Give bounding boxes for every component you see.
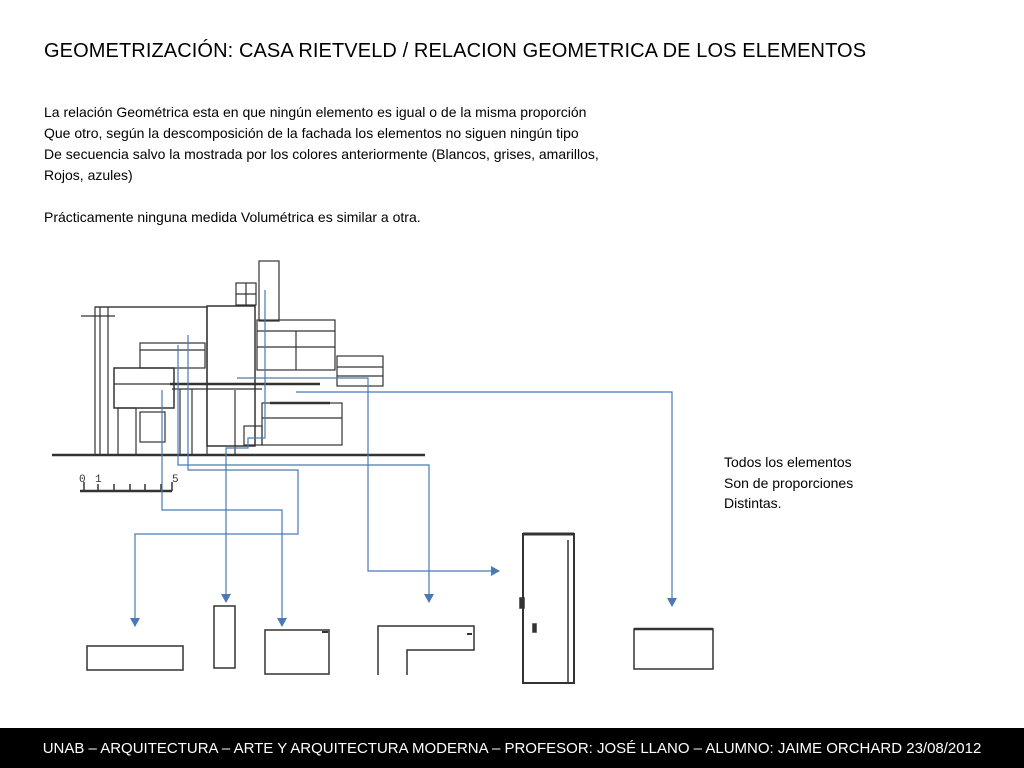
element-tall-wall [522,533,575,684]
arrow-to-slab-element [130,335,299,627]
scale-bar [80,482,173,493]
footer-text: UNAB – ARQUITECTURA – ARTE Y ARQUITECTUR… [42,739,982,757]
element-l-shape [377,625,475,675]
element-box [264,629,330,675]
scale-label-5: 5 [172,474,179,486]
scale-label-0: 0 [79,474,86,486]
paragraph-line: Que otro, según la descomposición de la … [44,125,579,141]
rietveld-facade-elevation [52,260,425,457]
scale-label-1: 1 [95,474,102,486]
paragraph-line: De secuencia salvo la mostrada por los c… [44,146,599,162]
connector-arrows [130,290,677,627]
paragraph-line: Rojos, azules) [44,167,133,183]
arrow-to-narrow-element [221,290,266,603]
element-balcony [633,628,714,670]
description-paragraph: La relación Geométrica esta en que ningú… [44,102,684,228]
element-narrow-column [213,605,236,669]
note-line: Son de proporciones [724,474,854,491]
decomposed-elements [86,532,714,684]
arrow-to-balcony-element [296,391,677,607]
note-line: Todos los elementos [724,454,852,470]
side-note: Todos los elementos Son de proporciones … [724,452,853,514]
note-line: Distintas. [724,495,782,511]
arrow-to-wall-element [237,377,500,576]
slide-title: GEOMETRIZACIÓN: CASA RIETVELD / RELACION… [44,40,867,62]
element-slab [86,645,184,671]
arrow-to-l-element [177,345,434,603]
paragraph-volumetric: Prácticamente ninguna medida Volumétrica… [44,209,421,225]
footer-bar: UNAB – ARQUITECTURA – ARTE Y ARQUITECTUR… [0,728,1024,768]
arrow-to-box-element [161,390,287,627]
elevation-drawing: 0 1 5 [52,260,714,684]
paragraph-line: La relación Geométrica esta en que ningú… [44,104,587,120]
